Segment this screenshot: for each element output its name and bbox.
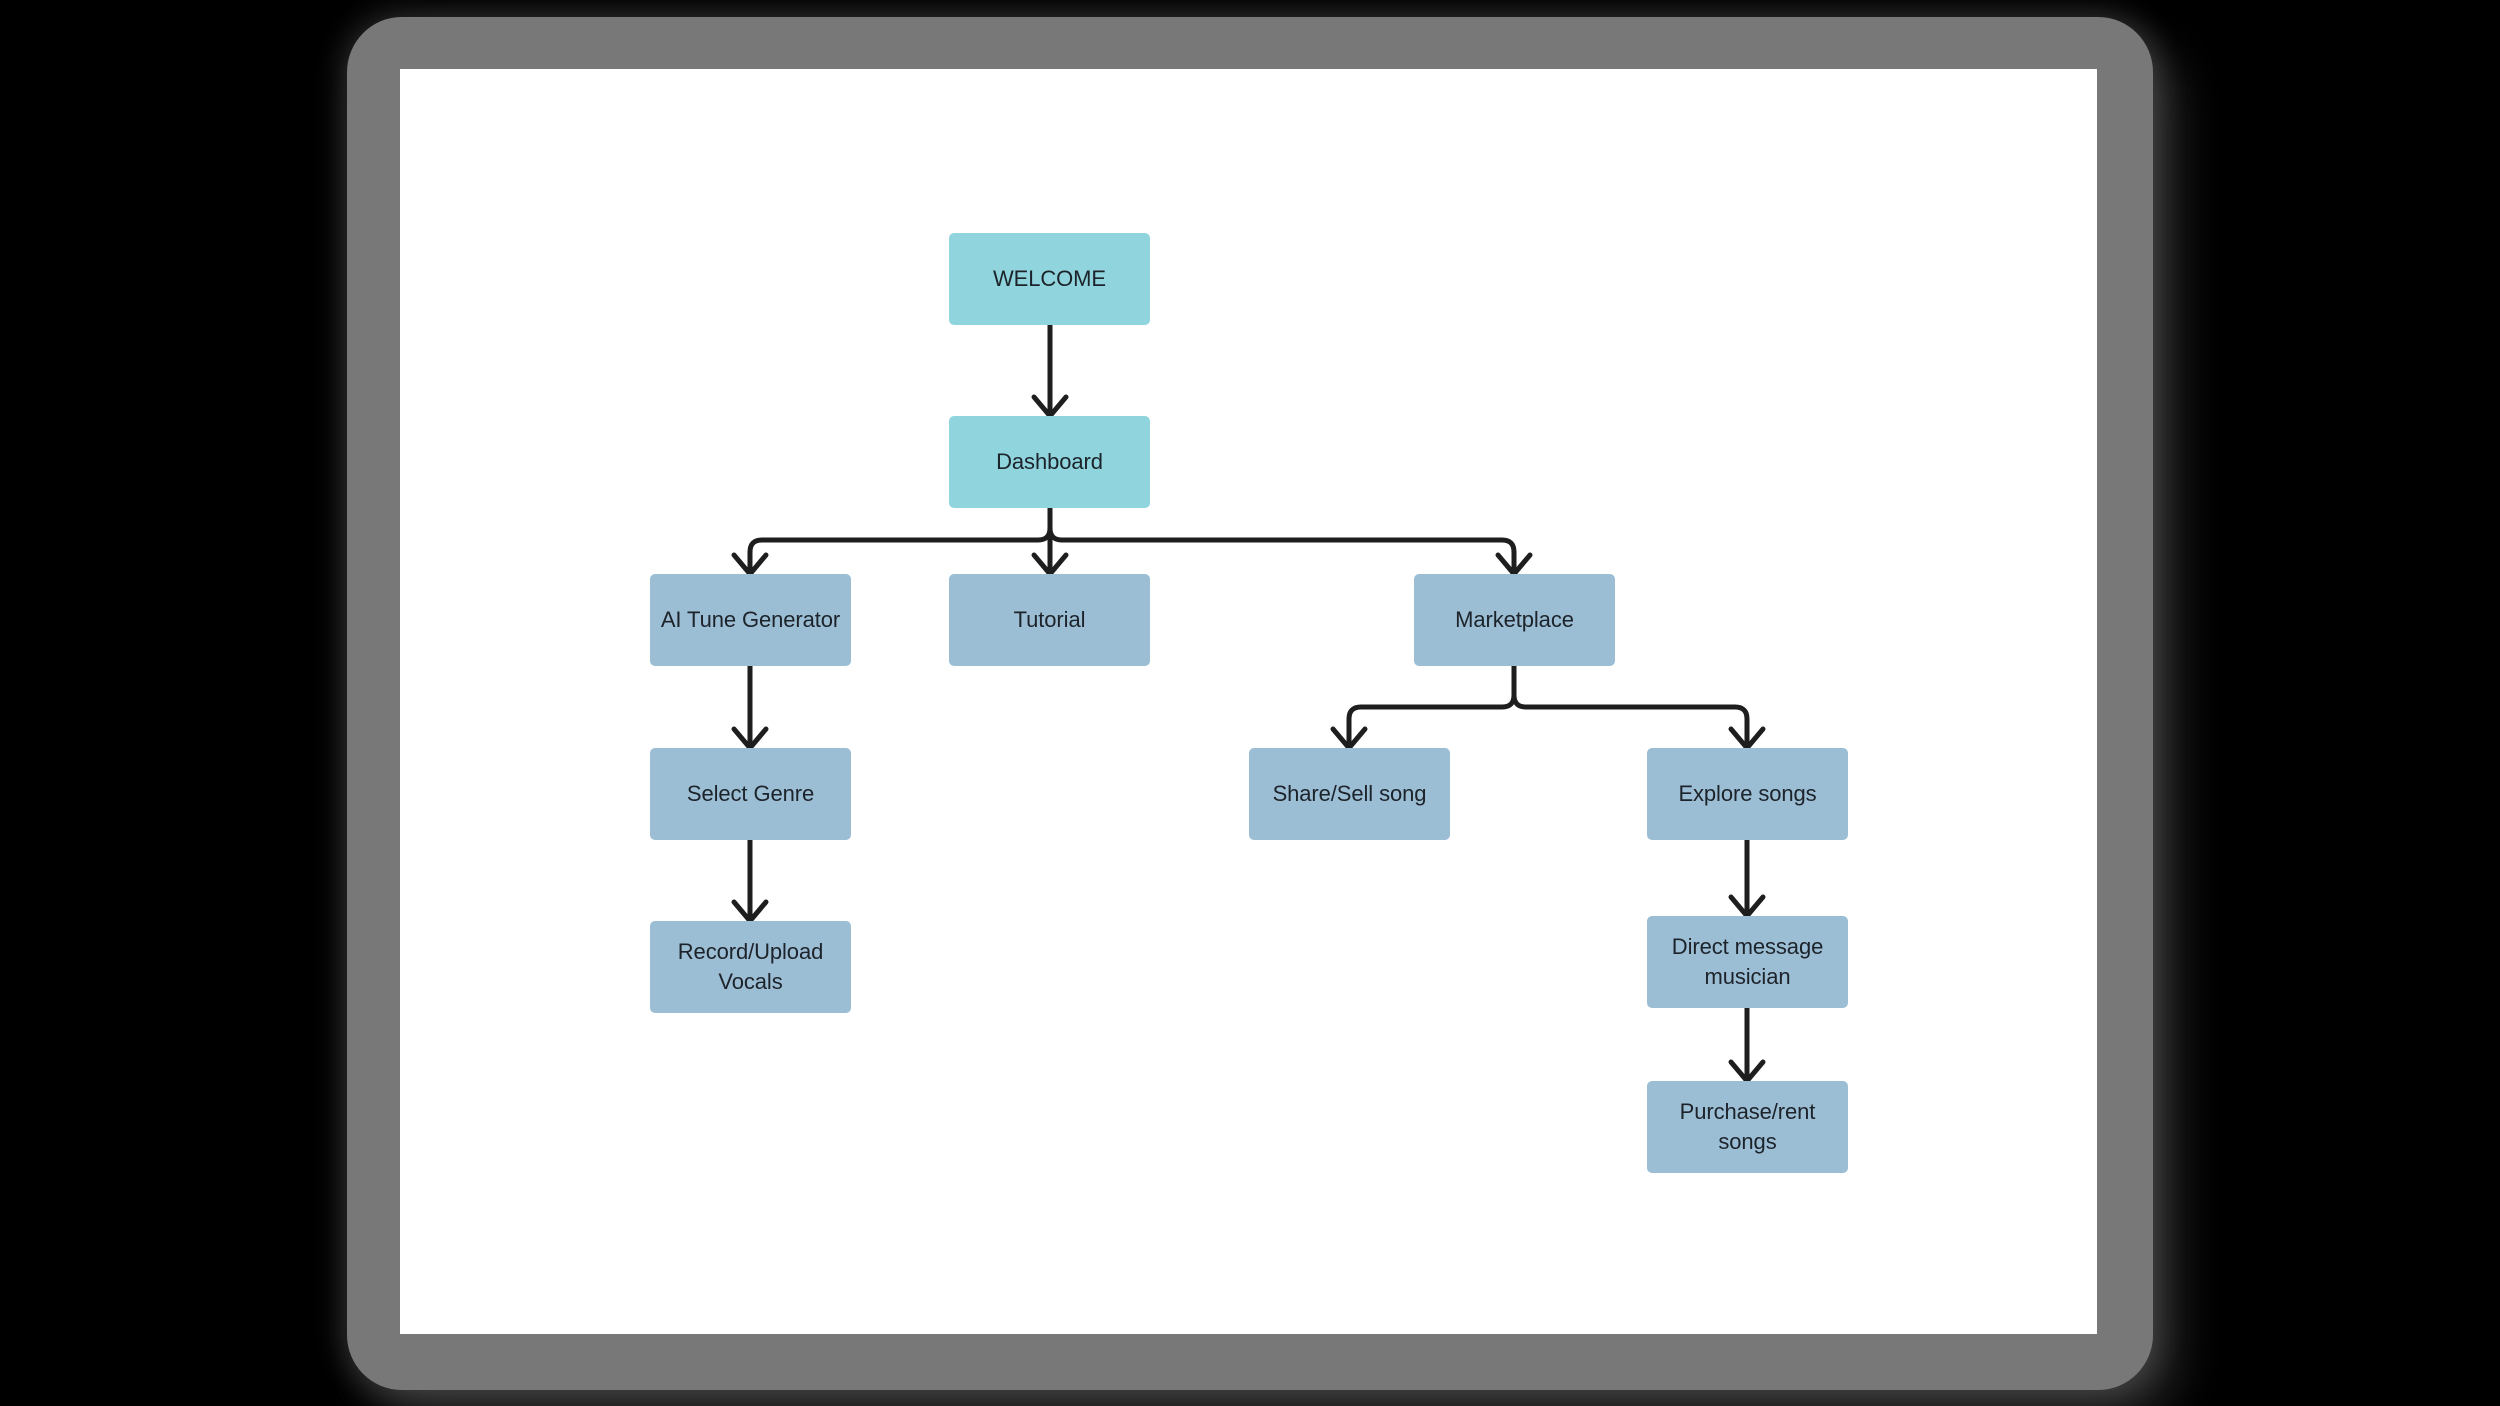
edge-marketplace-explore-songs xyxy=(1511,663,1750,748)
node-select-genre: Select Genre xyxy=(650,748,851,840)
edge-dashboard-marketplace xyxy=(1047,505,1517,572)
node-record-upload-vocals-label: Record/Upload Vocals xyxy=(677,939,824,994)
edge-marketplace-share-sell-song xyxy=(1346,663,1517,748)
node-explore-songs-label: Explore songs xyxy=(1678,781,1817,806)
node-select-genre-label: Select Genre xyxy=(686,781,815,806)
node-dashboard-label: Dashboard xyxy=(996,449,1103,474)
node-tutorial-label: Tutorial xyxy=(1013,607,1086,632)
node-direct-message-musician: Direct message musician xyxy=(1647,916,1848,1008)
node-ai-tune-generator-label: AI Tune Generator xyxy=(660,607,841,632)
node-marketplace: Marketplace xyxy=(1414,574,1615,666)
node-share-sell-song: Share/Sell song xyxy=(1249,748,1450,840)
node-welcome-label: WELCOME xyxy=(993,266,1106,291)
node-tutorial: Tutorial xyxy=(949,574,1150,666)
node-purchase-rent-songs: Purchase/rent songs xyxy=(1647,1081,1848,1173)
node-record-upload-vocals: Record/Upload Vocals xyxy=(650,921,851,1013)
flowchart-canvas: WELCOME Dashboard AI Tune Generator Tuto… xyxy=(400,69,2097,1334)
node-purchase-rent-songs-label: Purchase/rent songs xyxy=(1679,1099,1816,1154)
node-ai-tune-generator: AI Tune Generator xyxy=(650,574,851,666)
node-explore-songs: Explore songs xyxy=(1647,748,1848,840)
node-welcome: WELCOME xyxy=(949,233,1150,325)
node-share-sell-song-label: Share/Sell song xyxy=(1272,781,1427,806)
node-direct-message-musician-label: Direct message musician xyxy=(1671,934,1824,989)
edge-dashboard-ai-tune-generator xyxy=(747,505,1053,572)
node-dashboard: Dashboard xyxy=(949,416,1150,508)
node-marketplace-label: Marketplace xyxy=(1455,607,1574,632)
device-frame: WELCOME Dashboard AI Tune Generator Tuto… xyxy=(347,17,2153,1390)
